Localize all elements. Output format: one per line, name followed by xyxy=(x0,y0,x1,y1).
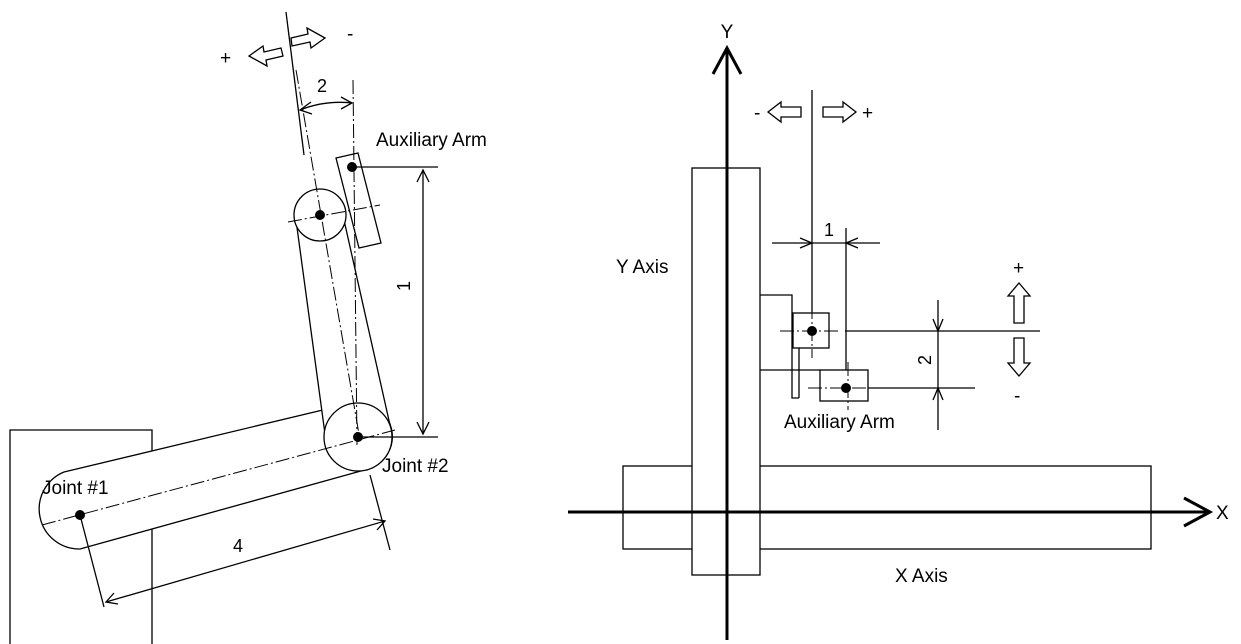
sign-minus: - xyxy=(347,24,353,45)
joint2-extension-line xyxy=(369,474,391,551)
joint-1-label: Joint #1 xyxy=(42,478,109,499)
arm2-centerline xyxy=(295,69,361,441)
dim-4-line xyxy=(105,520,386,603)
joint1-extension-line xyxy=(79,514,105,608)
sign-minus-vertical: - xyxy=(1014,386,1020,407)
dim-4-label: 4 xyxy=(233,536,243,556)
auxiliary-arm-block xyxy=(335,152,382,249)
vertical-centerline xyxy=(352,79,358,446)
y-arrow-label: Y xyxy=(721,22,734,43)
upper-joint-dot xyxy=(315,210,325,220)
sign-minus-horizontal: - xyxy=(754,103,760,124)
dim-2-label-right: 2 xyxy=(915,355,935,365)
x-arrow-label: X xyxy=(1216,503,1229,524)
auxiliary-arm-dot xyxy=(347,162,357,172)
auxiliary-head-lower xyxy=(819,369,869,402)
dim-2-arrow-a xyxy=(932,318,944,333)
y-axis-arrow xyxy=(711,44,743,75)
down-arrow-icon xyxy=(1006,337,1032,378)
robot-base xyxy=(9,429,153,644)
second-arm xyxy=(295,219,393,435)
joint-centerline xyxy=(287,204,381,223)
sign-plus: + xyxy=(220,48,231,69)
sign-plus-horizontal: + xyxy=(862,103,873,124)
arm1-centerline xyxy=(41,429,396,526)
lower-head-dot xyxy=(841,383,851,393)
dim-1-arrow-b xyxy=(844,237,859,249)
dim-4-arrow-left xyxy=(104,592,119,605)
carriage xyxy=(760,294,799,399)
auxiliary-arm-label: Auxiliary Arm xyxy=(376,130,487,151)
direction-line xyxy=(285,11,305,156)
y-axis-label: Y Axis xyxy=(616,257,668,278)
xy-table-diagram: Y X 1 2 - + + - xyxy=(568,22,1229,640)
dim-1-label: 1 xyxy=(394,281,414,291)
dim-2-arrow-b xyxy=(932,386,944,401)
dim-1-label-right: 1 xyxy=(824,220,834,240)
dim-2-arc xyxy=(299,101,353,111)
x-axis-arrow xyxy=(1183,496,1214,528)
right-arrow-icon xyxy=(290,26,327,50)
joint-1-dot xyxy=(75,510,85,520)
right-arrow-icon-right xyxy=(822,100,858,124)
dim-1-arrow-a xyxy=(799,237,814,249)
x-axis-frame xyxy=(622,465,1152,550)
joint-2-label: Joint #2 xyxy=(382,456,449,477)
dim-2-label: 2 xyxy=(317,76,327,96)
left-arrow-icon-right xyxy=(766,100,802,124)
dim-1-arrow-top xyxy=(416,168,430,183)
scara-robot-diagram: 1 2 4 + - Auxiliary Arm Joint #1 Joint #… xyxy=(9,11,487,644)
joint-2-dot xyxy=(353,432,363,442)
upper-head-dot xyxy=(807,326,817,336)
dim-4-arrow-right xyxy=(372,518,387,531)
dim-1-arrow-bottom xyxy=(416,421,430,436)
sign-plus-vertical: + xyxy=(1013,258,1024,279)
dim-2-arrow-left xyxy=(298,101,313,115)
auxiliary-arm-label-right: Auxiliary Arm xyxy=(784,412,895,433)
up-arrow-icon xyxy=(1006,281,1032,324)
dim-2-arrow-right xyxy=(340,96,354,110)
x-axis-label: X Axis xyxy=(895,566,948,587)
left-arrow-icon xyxy=(247,44,284,68)
